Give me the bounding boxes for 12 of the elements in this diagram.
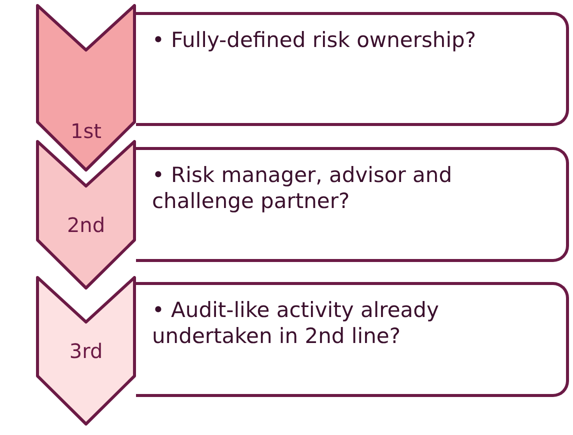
bullet-text: • Risk manager, advisor and challenge partner?	[152, 162, 454, 214]
text-box	[136, 12, 569, 126]
step-label: 3rd	[69, 338, 103, 365]
bullet-text: • Audit-like activity already undertaken in 2nd line?	[152, 297, 440, 349]
step-label: 2nd	[66, 212, 106, 239]
bullet-text: • Fully-defined risk ownership?	[152, 27, 478, 53]
chevron-shape	[36, 276, 136, 426]
text-box	[136, 147, 569, 262]
chevron-shape	[36, 4, 136, 172]
step-label: 1st	[70, 118, 102, 145]
chevron-shape	[36, 140, 136, 290]
text-box	[136, 282, 569, 397]
